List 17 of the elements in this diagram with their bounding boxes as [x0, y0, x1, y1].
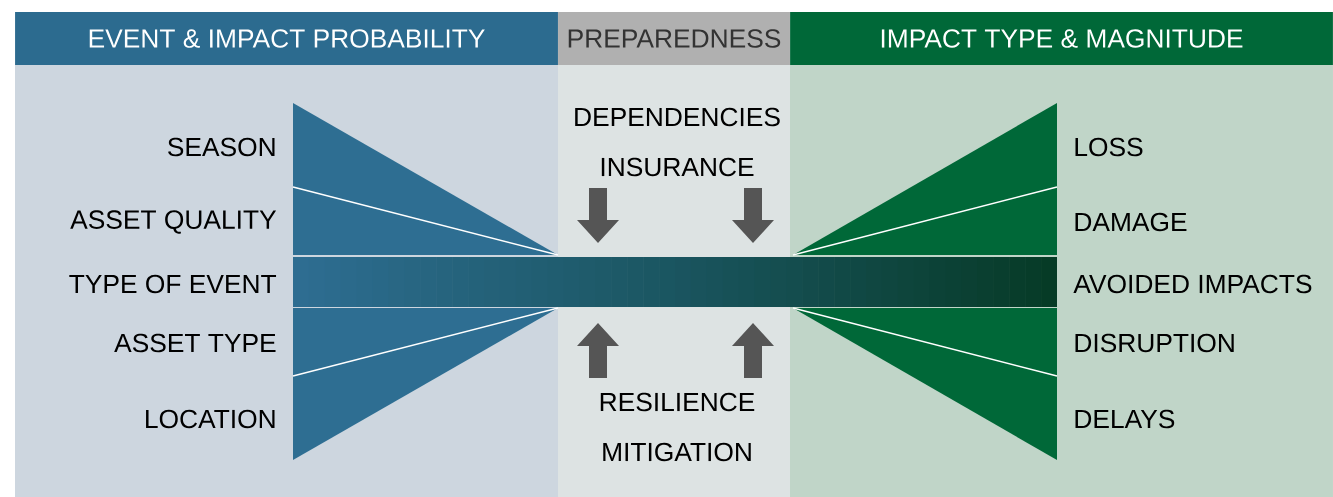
- row-label: LOCATION: [146, 409, 275, 429]
- row-label: LOSS: [1075, 137, 1143, 157]
- row-label: DAMAGE: [1075, 212, 1187, 232]
- row-label: TYPE OF EVENT: [69, 274, 277, 294]
- row-label: ASSET QUALITY: [70, 210, 277, 234]
- header-band: PREPAREDNESS: [558, 12, 790, 65]
- row-label: DEPENDENCIES: [575, 107, 780, 127]
- header-band: IMPACT TYPE & MAGNITUDE: [790, 12, 1333, 65]
- row-label: AVOIDED IMPACTS: [1073, 274, 1312, 294]
- row-label: INSURANCE: [601, 157, 754, 177]
- row-label: MITIGATION: [603, 442, 751, 462]
- row-label: DELAYS: [1075, 409, 1175, 429]
- row-label: RESILIENCE: [600, 392, 755, 412]
- row-label: DISRUPTION: [1075, 333, 1234, 353]
- row-label: SEASON: [168, 137, 275, 157]
- row-label: ASSET TYPE: [114, 333, 276, 353]
- header-band: EVENT & IMPACT PROBABILITY: [15, 12, 558, 65]
